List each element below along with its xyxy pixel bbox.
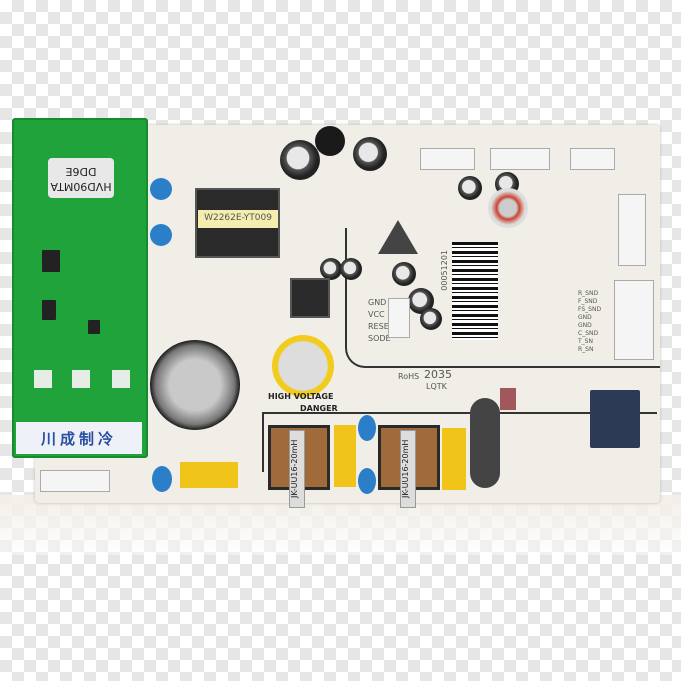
touch-pad — [72, 370, 90, 388]
x-capacitor — [442, 428, 466, 490]
connector — [40, 470, 110, 492]
barcode-number: 00051201 — [440, 250, 449, 291]
model-label: HVD90MTA DD6E — [48, 158, 114, 198]
relay — [590, 390, 640, 448]
pin-label: VCC — [368, 310, 385, 319]
display-module: HVD90MTA DD6E — [12, 118, 148, 458]
electrolytic-capacitor — [280, 140, 320, 180]
pin-label: GND — [368, 298, 387, 307]
touch-pad — [34, 370, 52, 388]
electrolytic-capacitor — [340, 258, 362, 280]
pin-label: GND — [578, 314, 592, 321]
lot-code: LQTK — [426, 382, 447, 391]
right-connector-labels: R_SND F_SND FS_SND GND GND C_SND T_SN R_… — [578, 290, 601, 353]
pin-label: R_SND — [578, 290, 599, 297]
inductor-label: JK-UU16-20mH — [400, 430, 416, 508]
pin-label: T_SN — [578, 338, 593, 345]
rohs-mark: RoHS — [398, 372, 420, 381]
brand-logo: 川成制冷 — [16, 422, 142, 454]
ic-chip — [88, 320, 100, 334]
electrolytic-capacitor — [392, 262, 416, 286]
pin-label: GND — [578, 322, 592, 329]
logo-text: 川成制冷 — [40, 429, 117, 448]
background-fade — [0, 495, 681, 555]
touch-pad — [112, 370, 130, 388]
connector — [570, 148, 615, 170]
ic-chip — [42, 300, 56, 320]
pin-label: R_SN — [578, 346, 594, 353]
pin-label: FS_SND — [578, 306, 602, 313]
x-capacitor — [334, 425, 356, 487]
blue-capacitor — [358, 415, 376, 441]
main-filter-capacitor — [150, 340, 240, 430]
electrolytic-capacitor — [420, 308, 442, 330]
pin-label: SODE — [368, 334, 391, 343]
pin-label: C_SND — [578, 330, 599, 337]
blue-capacitor — [358, 468, 376, 494]
ic-chip — [42, 250, 60, 272]
connector — [618, 194, 646, 266]
resistor — [500, 388, 516, 410]
inductor-label: JK-UU16-20mH — [289, 430, 305, 508]
esd-warning-icon — [378, 220, 418, 254]
high-voltage-warning: HIGH VOLTAGE — [268, 392, 334, 401]
varistor — [470, 398, 500, 488]
electrolytic-capacitor — [315, 126, 345, 156]
model-label-line1: HVD90MTA — [50, 180, 112, 193]
programming-header-labels: GND VCC RESET SODE — [368, 298, 394, 343]
model-label-line2: DD6E — [65, 165, 97, 178]
thermistor — [488, 188, 528, 228]
electrolytic-capacitor — [353, 137, 387, 171]
transformer-label: W2262E-YT009 — [198, 210, 278, 228]
pin-label: RESET — [368, 322, 394, 331]
board-trace — [345, 228, 660, 368]
connector — [490, 148, 550, 170]
blue-capacitor — [150, 224, 172, 246]
board-trace — [262, 412, 657, 472]
x-capacitor — [180, 462, 238, 488]
connector — [420, 148, 475, 170]
date-code: 2035 — [424, 368, 452, 381]
programming-header — [388, 298, 410, 338]
yellow-capacitor — [272, 335, 334, 397]
danger-warning: DANGER — [300, 404, 338, 413]
electrolytic-capacitor — [320, 258, 342, 280]
barcode — [452, 242, 498, 340]
blue-capacitor — [150, 178, 172, 200]
small-transformer — [290, 278, 330, 318]
connector — [614, 280, 654, 360]
blue-capacitor — [152, 466, 172, 492]
electrolytic-capacitor — [458, 176, 482, 200]
pin-label: F_SND — [578, 298, 598, 305]
